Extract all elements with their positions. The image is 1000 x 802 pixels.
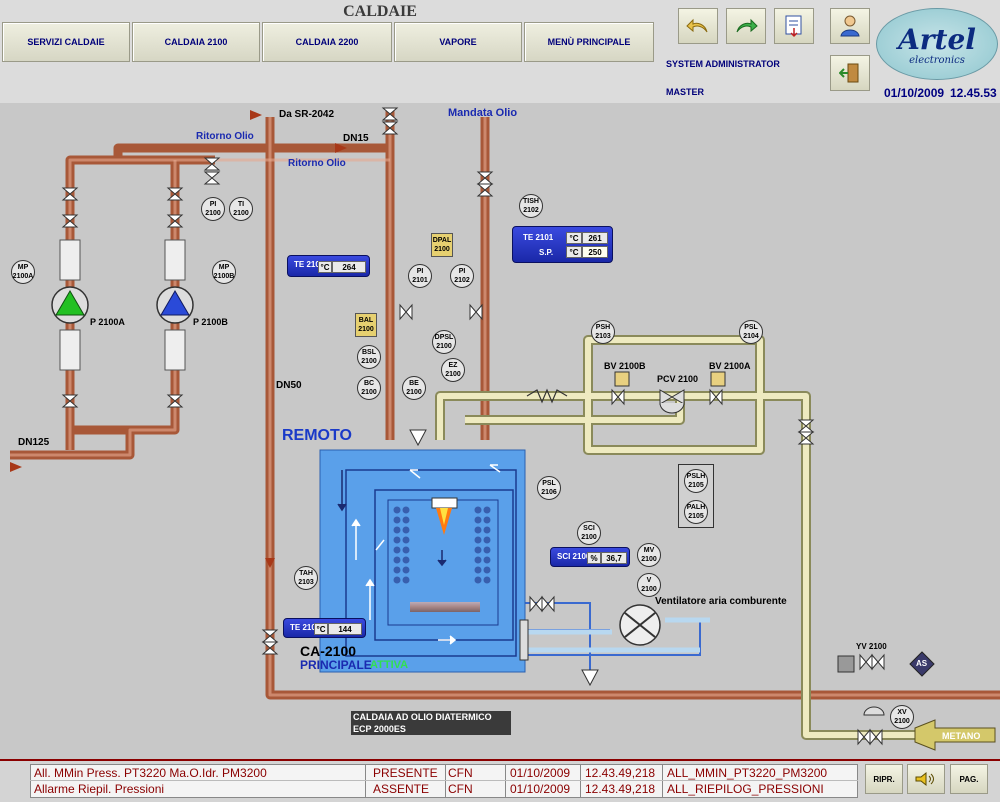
nav-menu-principale[interactable]: MENÙ PRINCIPALE xyxy=(524,22,654,62)
page-title: CALDAIE xyxy=(343,3,417,20)
readout-sci2100-tag: SCI 2100 xyxy=(557,552,591,561)
readout-te2101-value: 261 xyxy=(582,232,608,244)
undo-button[interactable] xyxy=(678,8,718,44)
readout-te2103-value: 144 xyxy=(328,623,362,635)
user-button[interactable] xyxy=(830,8,870,44)
readout-te2101-sp-unit: °C xyxy=(566,246,582,258)
company-logo: Artel electronics xyxy=(876,8,998,80)
exit-door-icon xyxy=(839,63,859,83)
boiler-return-arrows xyxy=(337,470,447,567)
boiler-flow-arrows xyxy=(351,464,501,645)
date-display: 01/10/2009 xyxy=(884,86,945,100)
valves xyxy=(61,107,885,746)
boiler-coil-right xyxy=(474,506,491,584)
silence-alarm-button[interactable] xyxy=(907,764,945,794)
pcv-2100-valve xyxy=(659,389,685,405)
readout-te2101-unit: °C xyxy=(566,232,582,244)
alarm-list xyxy=(30,764,858,798)
logo-main-text: Artel xyxy=(898,23,976,56)
user-name: MASTER xyxy=(666,87,704,97)
speaker-icon xyxy=(915,771,934,787)
alarm-area: CFN xyxy=(448,766,473,780)
readout-te2103-unit: °C xyxy=(314,623,328,635)
reset-button[interactable]: RIPR. xyxy=(865,764,903,794)
readout-te2101-tag: TE 2101 xyxy=(523,233,554,242)
alarm-date: 01/10/2009 xyxy=(510,766,571,780)
boiler-coil-left xyxy=(393,506,410,584)
alarm-area: CFN xyxy=(448,782,473,796)
metano-inlet-arrow xyxy=(914,719,996,751)
nav-vapore[interactable]: VAPORE xyxy=(394,22,522,62)
readout-te2103[interactable]: TE 2103 °C 144 xyxy=(283,618,366,638)
alarm-state: ASSENTE xyxy=(373,782,430,796)
nav-caldaia-2100[interactable]: CALDAIA 2100 xyxy=(132,22,260,62)
readout-te2100-tag: TE 2100 xyxy=(294,260,325,269)
undo-arrow-icon xyxy=(686,18,708,33)
nav-caldaia-2200[interactable]: CALDAIA 2200 xyxy=(262,22,392,62)
instrument-layer: .inst{position:absolute;width:24px;heigh… xyxy=(11,194,914,729)
redo-button[interactable] xyxy=(726,8,766,44)
alarm-date: 01/10/2009 xyxy=(510,782,571,796)
alarm-code: ALL_MMIN_PT3220_PM3200 xyxy=(667,766,828,780)
setpoint-te2101-input[interactable]: 250 xyxy=(582,246,608,258)
readout-sci2100-unit: % xyxy=(587,552,601,564)
flow-arrows xyxy=(10,110,347,568)
redo-arrow-icon xyxy=(736,18,758,33)
readout-sci2100[interactable]: SCI 2100 % 36,7 xyxy=(550,547,630,567)
readout-te2100[interactable]: TE 2100 °C 264 xyxy=(287,255,370,277)
document-button[interactable] xyxy=(774,8,814,44)
user-icon xyxy=(840,15,860,37)
pump-p2100b xyxy=(156,239,194,371)
alarm-state: PRESENTE xyxy=(373,766,438,780)
alarm-time: 12.43.49,218 xyxy=(585,782,656,796)
fan-ventilatore xyxy=(519,604,661,661)
exit-button[interactable] xyxy=(830,55,870,91)
readout-sci2100-value: 36,7 xyxy=(601,552,627,564)
alarm-time: 12.43.49,218 xyxy=(585,766,656,780)
alarm-text: Allarme Riepil. Pressioni xyxy=(34,782,165,796)
alarm-code: ALL_RIEPILOG_PRESSIONI xyxy=(667,782,824,796)
readout-te2101-sp-label: S.P. xyxy=(539,248,554,257)
nav-servizi-caldaie[interactable]: SERVIZI CALDAIE xyxy=(2,22,130,62)
readout-te2100-unit: °C xyxy=(318,261,332,273)
time-display: 12.45.53 xyxy=(950,86,997,100)
readout-te2101[interactable]: TE 2101 °C 261 S.P. °C 250 xyxy=(512,226,613,263)
alarm-text: All. MMin Press. PT3220 Ma.O.Idr. PM3200 xyxy=(34,766,267,780)
readout-te2103-tag: TE 2103 xyxy=(290,623,321,632)
pump-p2100a xyxy=(51,239,89,371)
user-role: SYSTEM ADMINISTRATOR xyxy=(666,59,780,69)
logo-sub-text: electronics xyxy=(909,55,965,66)
readout-te2100-value: 264 xyxy=(332,261,366,273)
process-diagram xyxy=(10,107,1000,751)
page-button[interactable]: PAG. xyxy=(950,764,988,794)
document-icon xyxy=(785,15,802,38)
as-indicator xyxy=(909,651,935,677)
header: CALDAIE SERVIZI CALDAIE CALDAIA 2100 CAL… xyxy=(0,0,1000,103)
alarm-bar: All. MMin Press. PT3220 Ma.O.Idr. PM3200… xyxy=(0,759,1000,802)
